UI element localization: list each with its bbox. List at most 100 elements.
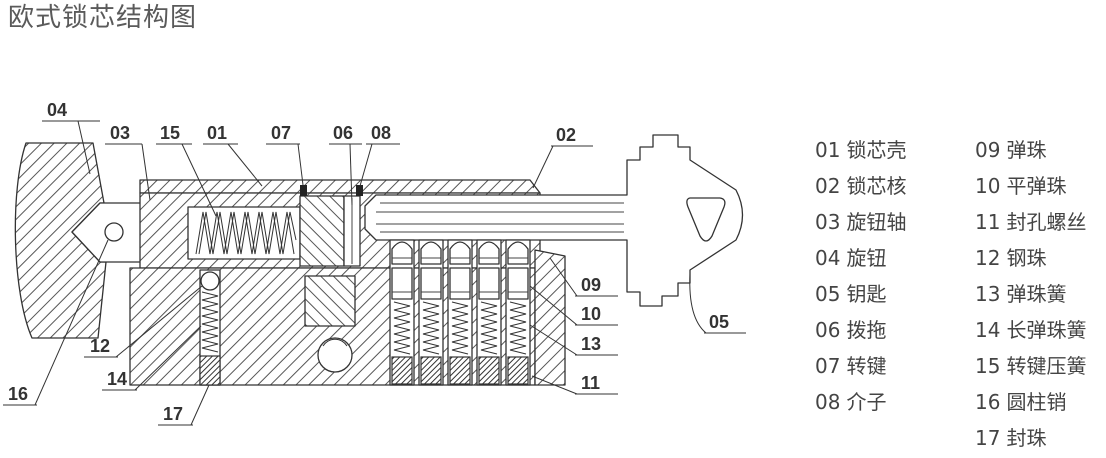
leader-line bbox=[190, 384, 210, 426]
leader-line bbox=[549, 257, 578, 297]
callout-seal-ball: 17 bbox=[158, 384, 210, 426]
legend-code: 15 bbox=[975, 354, 1001, 378]
driver-pin bbox=[507, 267, 529, 300]
legend-label: 转键压簧 bbox=[1006, 354, 1087, 378]
legend-label: 封珠 bbox=[1006, 426, 1047, 450]
legend-label: 平弹珠 bbox=[1006, 174, 1067, 198]
callout-label: 15 bbox=[160, 123, 180, 143]
legend-code: 12 bbox=[975, 246, 1001, 270]
key-pin bbox=[449, 241, 471, 265]
mounting-hole bbox=[317, 337, 353, 373]
legend-label: 旋钮 bbox=[846, 246, 887, 270]
key-pin bbox=[391, 241, 413, 265]
callout-label: 08 bbox=[371, 123, 391, 143]
callout-cam-driver: 06 bbox=[329, 123, 362, 206]
cam-driver-block bbox=[304, 275, 356, 327]
callout-cam-spring: 15 bbox=[156, 123, 217, 217]
key bbox=[364, 134, 744, 307]
pin-spring bbox=[393, 301, 411, 355]
legend-code: 03 bbox=[815, 210, 841, 234]
callout-washer: 08 bbox=[359, 123, 400, 187]
page-title: 欧式锁芯结构图 bbox=[8, 3, 198, 33]
callout-cylinder-pin: 16 bbox=[3, 239, 109, 406]
legend-label: 介子 bbox=[846, 390, 887, 414]
callout-plug-screw: 11 bbox=[531, 373, 618, 395]
callout-steel-ball: 12 bbox=[84, 285, 203, 358]
callout-label: 17 bbox=[163, 404, 183, 424]
callout-long-spring: 14 bbox=[102, 325, 202, 391]
cam-spring-coil bbox=[198, 211, 297, 255]
long-pin-spring bbox=[201, 291, 219, 353]
mounting-hole-inner bbox=[322, 338, 348, 347]
leader-line bbox=[227, 143, 263, 187]
legend-label: 长弹珠簧 bbox=[1006, 318, 1087, 342]
pin-spring bbox=[480, 301, 498, 355]
callout-label: 07 bbox=[271, 123, 291, 143]
legend-code: 01 bbox=[815, 138, 841, 162]
legend-code: 11 bbox=[975, 210, 1001, 234]
driver-pin bbox=[449, 267, 471, 300]
leader-line bbox=[134, 325, 202, 391]
legend-code: 09 bbox=[975, 138, 1001, 162]
pin-spring bbox=[451, 301, 469, 355]
leader-line bbox=[181, 143, 217, 217]
legend-code: 17 bbox=[975, 426, 1001, 450]
seal-ball bbox=[199, 355, 221, 386]
plug-screw bbox=[478, 356, 500, 385]
ball-spring-stack bbox=[199, 269, 221, 386]
pin-stack bbox=[418, 239, 444, 386]
legend-label: 钢珠 bbox=[1006, 246, 1047, 270]
cylinder-pin bbox=[104, 222, 124, 242]
driver-pin bbox=[391, 267, 413, 300]
legend-label: 锁芯核 bbox=[846, 174, 907, 198]
pin-spring bbox=[422, 301, 440, 355]
cam-spring bbox=[195, 211, 295, 255]
legend-code: 06 bbox=[815, 318, 841, 342]
callout-label: 05 bbox=[709, 312, 729, 332]
key-pin bbox=[507, 241, 529, 265]
legend-label: 锁芯壳 bbox=[846, 138, 907, 162]
callout-housing: 01 bbox=[203, 123, 263, 187]
legend-code: 13 bbox=[975, 282, 1001, 306]
legend-code: 16 bbox=[975, 390, 1001, 414]
callout-label: 04 bbox=[47, 100, 67, 120]
callout-label: 13 bbox=[581, 334, 601, 354]
callout-knob: 04 bbox=[42, 100, 100, 175]
leader-line bbox=[529, 285, 578, 326]
key-outline bbox=[364, 134, 744, 307]
housing-right-block bbox=[534, 249, 566, 386]
legend-label: 弹珠簧 bbox=[1006, 282, 1067, 306]
legend-label: 拨拖 bbox=[846, 318, 887, 342]
pin-stack bbox=[389, 239, 415, 386]
legend-label: 弹珠 bbox=[1006, 138, 1047, 162]
legend-label: 转键 bbox=[846, 354, 887, 378]
callout-core: 02 bbox=[532, 125, 593, 189]
steel-ball bbox=[200, 271, 220, 291]
leader-line bbox=[359, 143, 373, 187]
washer-seal bbox=[356, 185, 363, 196]
plug-screw bbox=[449, 356, 471, 385]
legend-code: 05 bbox=[815, 282, 841, 306]
pin-stack bbox=[447, 239, 473, 386]
leader-line bbox=[34, 239, 109, 406]
legend-label: 钥匙 bbox=[846, 282, 887, 306]
key-hole bbox=[686, 197, 726, 242]
legend-code: 08 bbox=[815, 390, 841, 414]
callout-label: 01 bbox=[207, 123, 227, 143]
leader-line bbox=[141, 143, 151, 201]
leader-line bbox=[529, 324, 578, 356]
legend-label: 圆柱销 bbox=[1006, 390, 1067, 414]
key-pin bbox=[478, 241, 500, 265]
